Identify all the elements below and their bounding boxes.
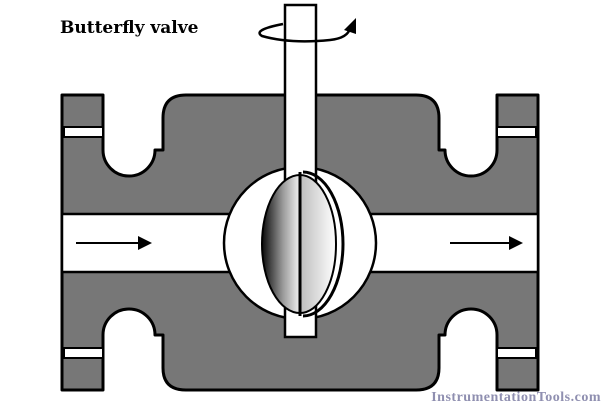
- bolt-slot-top-right: [496, 126, 537, 138]
- flow-arrow-right-icon: [76, 236, 152, 250]
- butterfly-disc-right: [299, 173, 337, 315]
- watermark-text: InstrumentationTools.com: [431, 390, 601, 405]
- diagram-title: Butterfly valve: [60, 18, 199, 38]
- flow-arrow-right-icon: [450, 236, 523, 250]
- butterfly-disc-left: [261, 173, 301, 315]
- bolt-slot-bottom-left: [63, 347, 104, 359]
- bolt-slot-bottom-right: [496, 347, 537, 359]
- rotation-arrow-icon: [258, 18, 356, 43]
- bolt-slot-top-left: [63, 126, 104, 138]
